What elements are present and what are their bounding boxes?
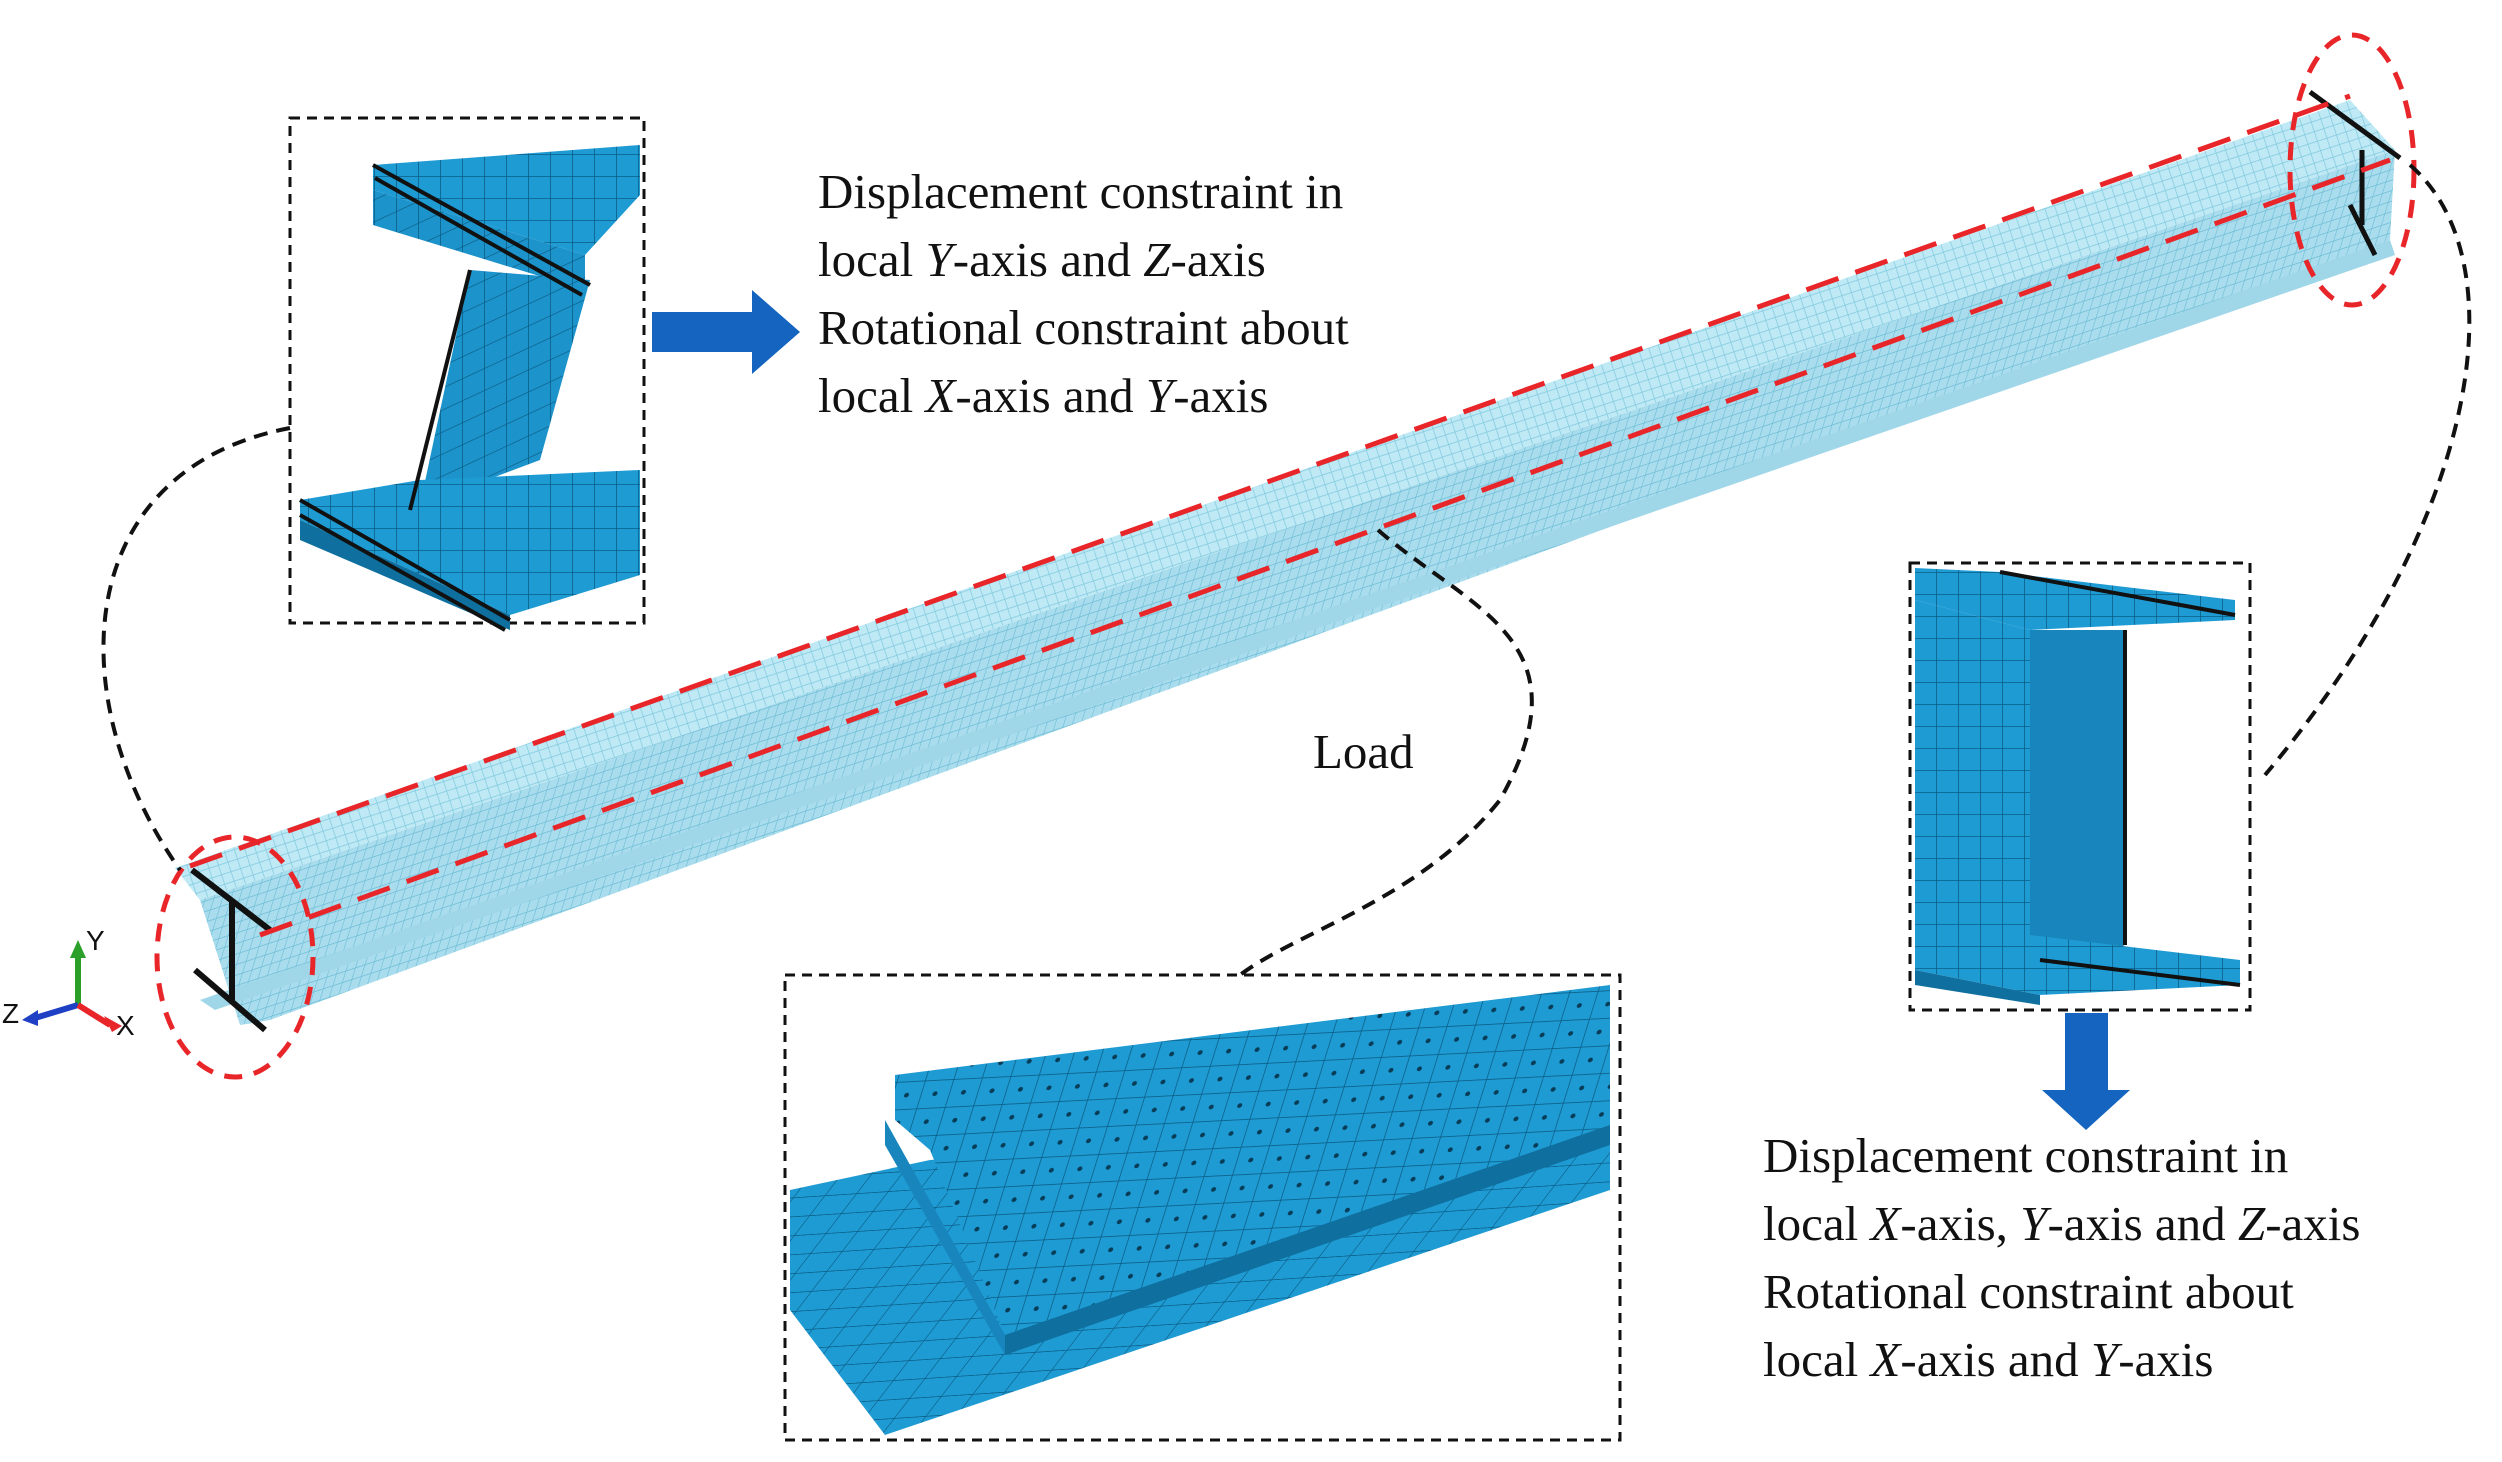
coordinate-triad: [22, 940, 122, 1032]
beam-bottom-flange: [200, 240, 2395, 1010]
right-inset: [1908, 561, 2252, 1012]
load-callout-curve: [1238, 528, 1534, 977]
left-constraint-line4: local X-axis and Y-axis: [818, 368, 1269, 423]
left-constraint-line1: Displacement constraint in: [818, 164, 1344, 219]
right-constraint-line1: Displacement constraint in: [1763, 1128, 2289, 1183]
triad-label-x: X: [116, 1010, 135, 1041]
left-constraint-line3: Rotational constraint about: [818, 300, 1349, 355]
triad-label-z: Z: [2, 998, 20, 1029]
left-constraint-line2: local Y-axis and Z-axis: [818, 232, 1266, 287]
load-label: Load: [1313, 724, 1414, 779]
right-arrow: [2042, 1013, 2130, 1130]
i-beam-model: [154, 32, 2417, 1080]
load-inset: [783, 973, 1622, 1442]
right-constraint-line3: Rotational constraint about: [1763, 1264, 2294, 1319]
right-constraint-line2: local X-axis, Y-axis and Z-axis: [1763, 1196, 2361, 1251]
left-end-section: [190, 867, 272, 1033]
beam-web-face: [200, 150, 2395, 1025]
right-callout-curve: [2263, 163, 2472, 777]
callout-curves: [101, 163, 2472, 977]
triad-label-y: Y: [86, 925, 105, 956]
left-inset: [288, 116, 646, 632]
left-arrow: [652, 290, 800, 374]
left-end-ellipse: [154, 834, 316, 1080]
top-flange-edge-highlight: [189, 93, 2351, 869]
beam-top-flange: [175, 100, 2395, 900]
left-callout-curve: [101, 426, 291, 872]
web-line-highlight: [259, 157, 2391, 938]
right-constraint-line4: local X-axis and Y-axis: [1763, 1332, 2214, 1387]
